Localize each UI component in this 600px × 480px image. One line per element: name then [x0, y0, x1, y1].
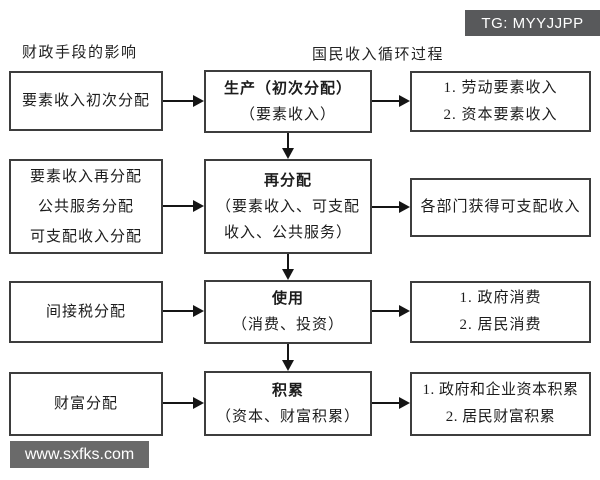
row4-right-item1: 1. 政府和企业资本积累	[422, 382, 579, 398]
arrow-row2-left-to-center	[163, 200, 204, 212]
row1-right-item1: 1. 劳动要素收入	[443, 79, 558, 96]
row1-right-box: 1. 劳动要素收入 2. 资本要素收入	[410, 71, 591, 132]
row2-left-box: 要素收入再分配 公共服务分配 可支配收入分配	[9, 159, 163, 254]
row4-center-title: 积累	[271, 382, 304, 399]
arrow-row4-left-to-center	[163, 397, 204, 409]
row1-right-item2: 2. 资本要素收入	[443, 106, 558, 123]
row2-left-text2: 公共服务分配	[37, 198, 134, 215]
arrow-row3-to-row4	[282, 344, 294, 371]
row4-left-box: 财富分配	[9, 372, 163, 436]
watermark-badge: www.sxfks.com	[10, 441, 149, 468]
row2-center-subtitle1: （要素收入、可支配	[215, 198, 360, 215]
row3-center-box: 使用 （消费、投资）	[204, 280, 372, 344]
row4-center-box: 积累 （资本、财富积累）	[204, 371, 372, 436]
row3-right-box: 1. 政府消费 2. 居民消费	[410, 281, 591, 343]
row4-left-text: 财富分配	[53, 396, 118, 412]
header-fiscal-measures: 财政手段的影响	[22, 45, 138, 61]
row3-center-title: 使用	[271, 291, 304, 307]
header-national-income-cycle: 国民收入循环过程	[312, 47, 445, 63]
watermark-label: www.sxfks.com	[24, 445, 135, 463]
arrow-row2-to-row3	[282, 254, 294, 280]
arrow-row1-left-to-center	[163, 95, 204, 107]
tg-badge-label: TG: MYYJJPP	[481, 14, 584, 32]
row1-left-box: 要素收入初次分配	[9, 71, 163, 131]
row1-center-title: 生产（初次分配）	[223, 80, 352, 97]
row2-center-subtitle2: 收入、公共服务）	[223, 224, 352, 241]
arrow-row3-left-to-center	[163, 305, 204, 317]
row3-center-subtitle: （消费、投资）	[231, 317, 344, 333]
arrow-row1-to-row2	[282, 133, 294, 159]
row4-center-subtitle: （资本、财富积累）	[215, 408, 360, 425]
row4-right-box: 1. 政府和企业资本积累 2. 居民财富积累	[410, 372, 591, 436]
row1-left-text: 要素收入初次分配	[21, 93, 150, 109]
row4-right-item2: 2. 居民财富积累	[445, 409, 556, 425]
row2-left-text1: 要素收入再分配	[29, 168, 142, 185]
row2-center-title: 再分配	[263, 172, 312, 189]
row2-left-text3: 可支配收入分配	[29, 228, 142, 245]
row1-center-box: 生产（初次分配） （要素收入）	[204, 70, 372, 133]
row3-right-item2: 2. 居民消费	[459, 317, 542, 333]
arrow-row2-center-to-right	[372, 201, 410, 213]
row2-right-text: 各部门获得可支配收入	[420, 199, 581, 215]
row3-left-box: 间接税分配	[9, 281, 163, 343]
tg-badge: TG: MYYJJPP	[465, 10, 600, 36]
arrow-row3-center-to-right	[372, 305, 410, 317]
row1-center-subtitle: （要素收入）	[239, 106, 336, 123]
arrow-row4-center-to-right	[372, 397, 410, 409]
row2-right-box: 各部门获得可支配收入	[410, 178, 591, 237]
arrow-row1-center-to-right	[372, 95, 410, 107]
row3-right-item1: 1. 政府消费	[459, 290, 542, 306]
row2-center-box: 再分配 （要素收入、可支配 收入、公共服务）	[204, 159, 372, 254]
row3-left-text: 间接税分配	[45, 304, 126, 320]
